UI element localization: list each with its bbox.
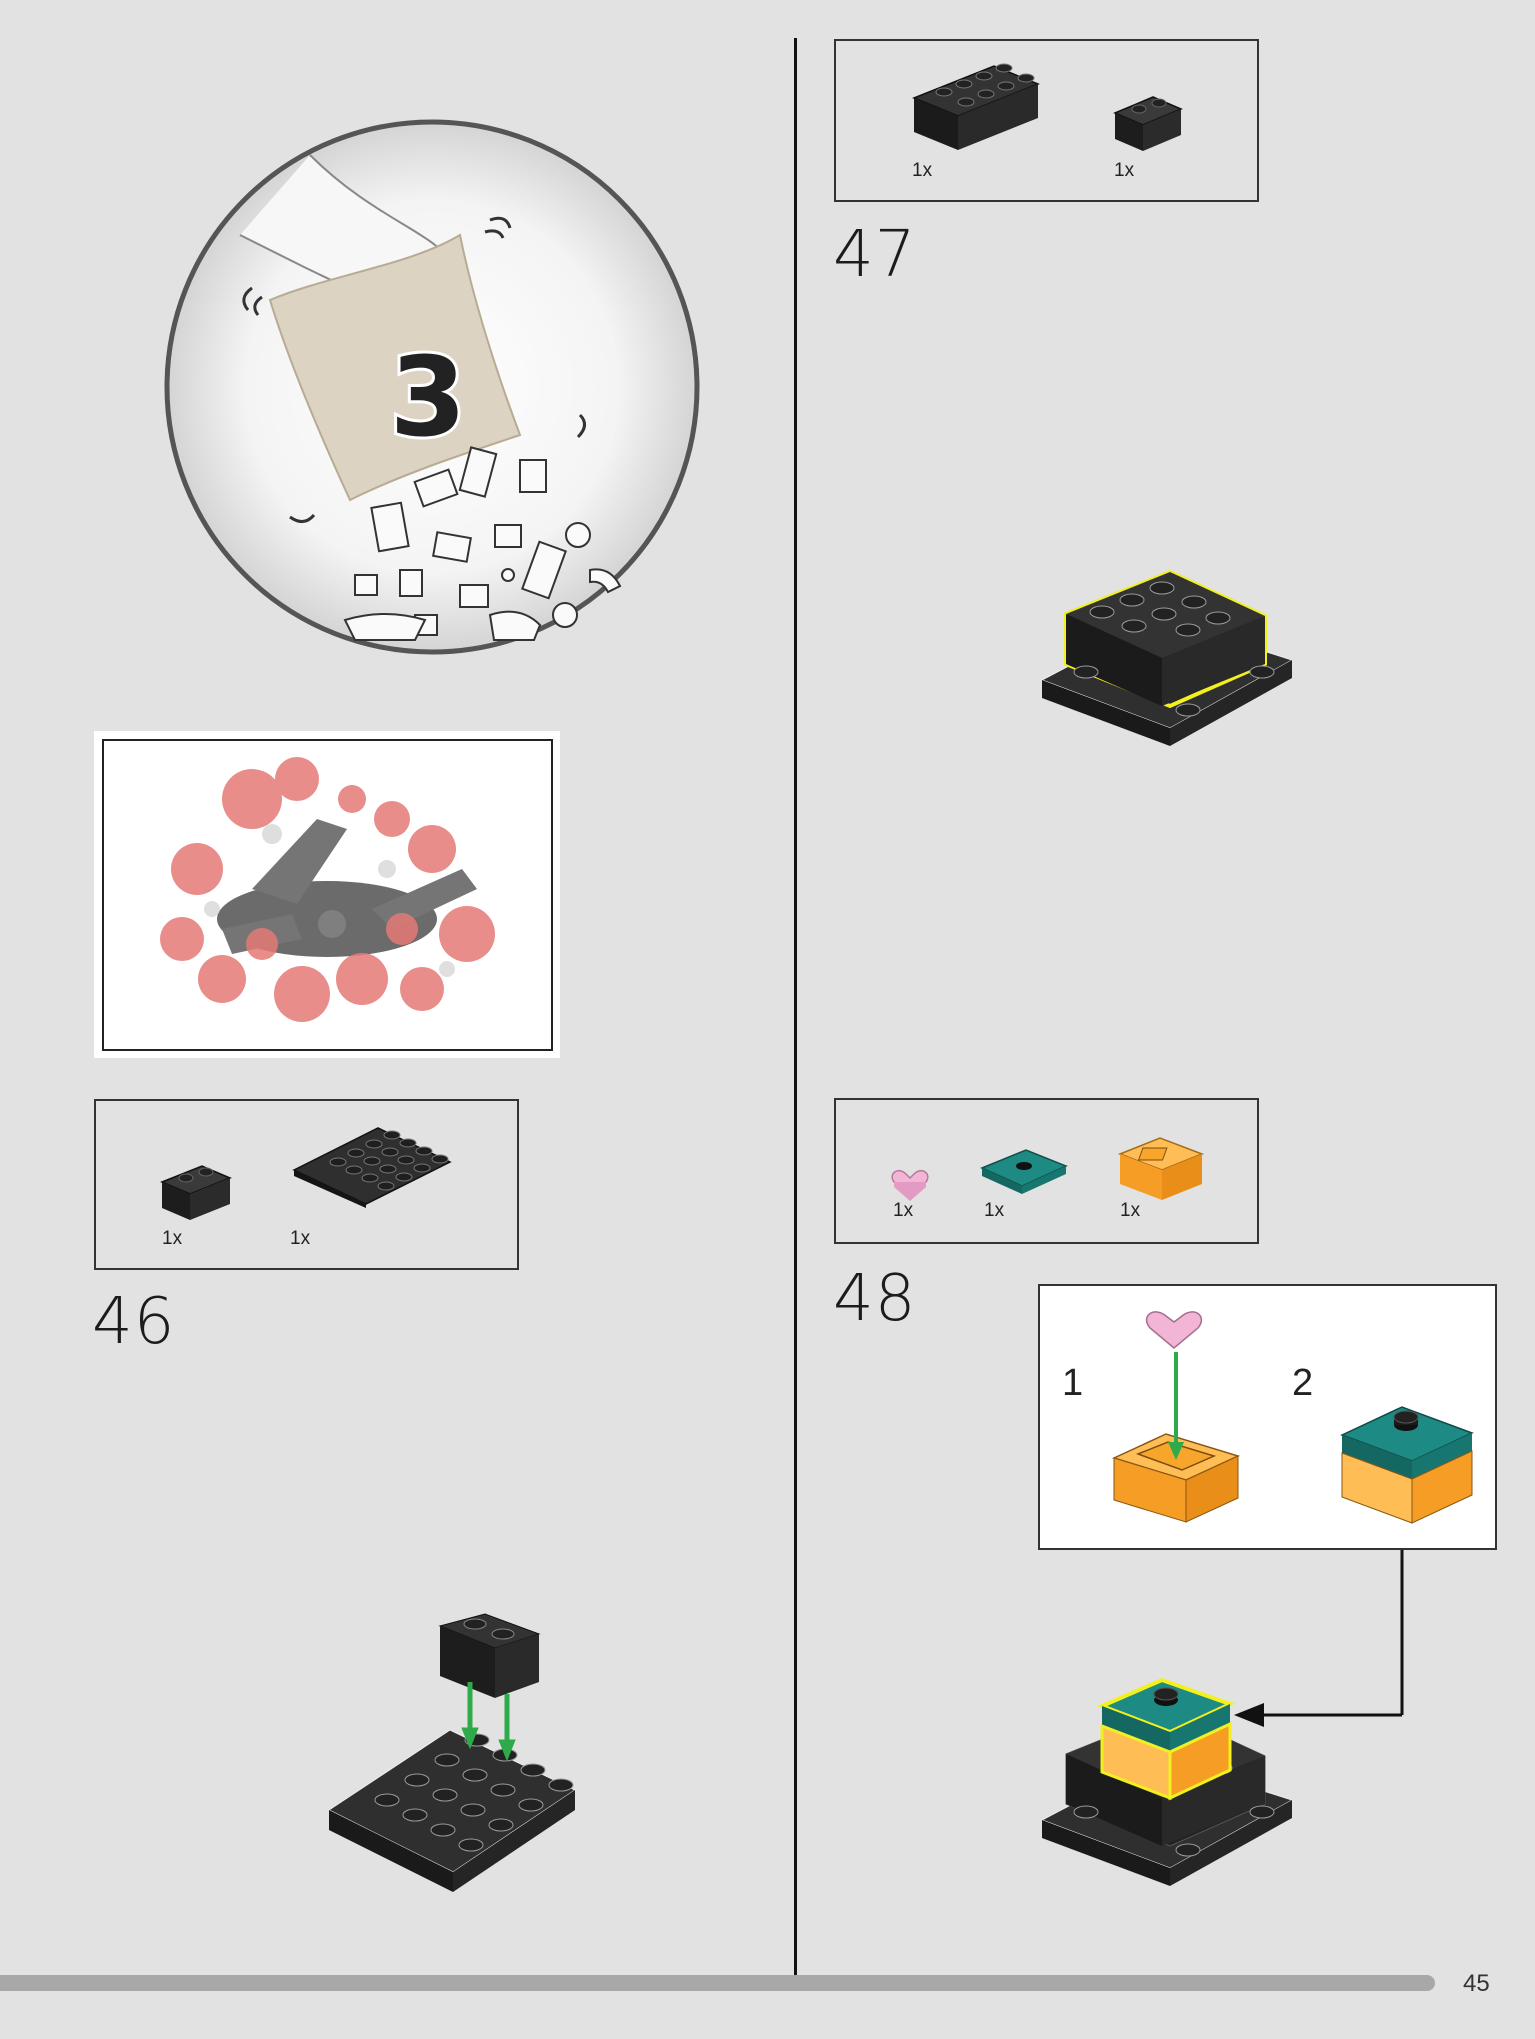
part-qty-6: 1x: [984, 1200, 1005, 1221]
part-qty-1: 1x: [162, 1228, 183, 1249]
progress-bar: [0, 1975, 1435, 1991]
part-qty-5: 1x: [893, 1200, 914, 1221]
step-48-number: 48: [833, 1262, 917, 1336]
sub-step-2-number: 2: [1292, 1362, 1314, 1404]
step-46-number: 46: [92, 1285, 176, 1359]
orange-brick-2x2-icon: [1117, 1137, 1205, 1200]
black-plate-4x4-icon: [292, 1127, 452, 1208]
black-brick-1x2-icon: [160, 1165, 232, 1220]
parts-callout-step-48: [834, 1098, 1259, 1244]
step-46-build-illustration: [328, 1613, 577, 1892]
pink-heart-tile-icon: [891, 1170, 929, 1201]
page-number: 45: [1463, 1970, 1490, 1997]
sub-step-1-illustration: [1111, 1311, 1241, 1523]
part-qty-4: 1x: [1114, 160, 1135, 181]
step-47-number: 47: [833, 218, 917, 292]
parts-callout-step-46: [94, 1099, 519, 1270]
part-qty-2: 1x: [290, 1228, 311, 1249]
black-brick-1x2-icon: [1113, 96, 1183, 151]
sub-step-1-number: 1: [1062, 1362, 1084, 1404]
step-48-build-illustration: [1040, 1677, 1294, 1886]
column-divider: [794, 38, 797, 1976]
step-47-build-illustration: [1040, 569, 1294, 746]
black-brick-2x4-icon: [912, 63, 1040, 150]
part-qty-7: 1x: [1120, 1200, 1141, 1221]
completed-model-preview-image: [160, 757, 495, 1022]
callout-connector-arrow: [1234, 1550, 1404, 1727]
part-qty-3: 1x: [912, 160, 933, 181]
sub-step-2-illustration: [1340, 1406, 1474, 1524]
parts-callout-step-47: [834, 39, 1259, 202]
bag-open-illustration: 3: [164, 119, 700, 655]
bag-number: 3: [390, 333, 467, 461]
teal-tile-with-stud-icon: [980, 1149, 1068, 1194]
